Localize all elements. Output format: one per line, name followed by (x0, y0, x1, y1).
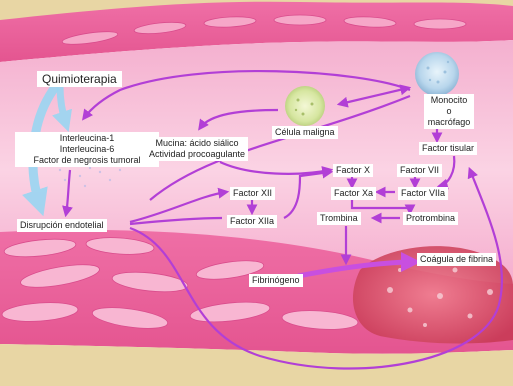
factor-vii-label: Factor VII (397, 164, 442, 177)
prothrombin-label: Protrombina (403, 212, 458, 225)
interleukin-6-label: Interleucina-6 (17, 144, 157, 155)
fibrinogen-label: Fibrinógeno (249, 274, 303, 287)
factor-x-label: Factor X (333, 164, 373, 177)
malignant-cell-label: Célula maligna (272, 126, 338, 139)
fibrin-clot-label: Coágula de fibrina (417, 253, 496, 266)
interleukin-1-label: Interleucina-1 (17, 133, 157, 144)
monocyte-label: Monocito o macrófago (424, 94, 474, 129)
factor-viia-label: Factor VIIa (398, 187, 448, 200)
factor-xii-label: Factor XII (230, 187, 275, 200)
tissue-factor-label: Factor tisular (419, 142, 477, 155)
malignant-cell-icon (285, 86, 325, 126)
mucin-label: Mucina: ácido siálico Actividad procoagu… (146, 137, 248, 161)
tnf-label: Factor de negrosis tumoral (17, 155, 157, 166)
factor-xiia-label: Factor XIIa (227, 215, 277, 228)
factor-xa-label: Factor Xa (331, 187, 376, 200)
monocyte-cell-icon (415, 52, 459, 96)
procoagulant-activity-text: Actividad procoagulante (149, 149, 245, 160)
mucin-sialic-text: Mucina: ácido siálico (149, 138, 245, 149)
endothelial-disruption-label: Disrupción endotelial (17, 219, 107, 232)
thrombin-label: Trombina (317, 212, 361, 225)
cytokines-label: Interleucina-1 Interleucina-6 Factor de … (15, 132, 159, 167)
chemotherapy-label: Quimioterapia (37, 71, 122, 87)
